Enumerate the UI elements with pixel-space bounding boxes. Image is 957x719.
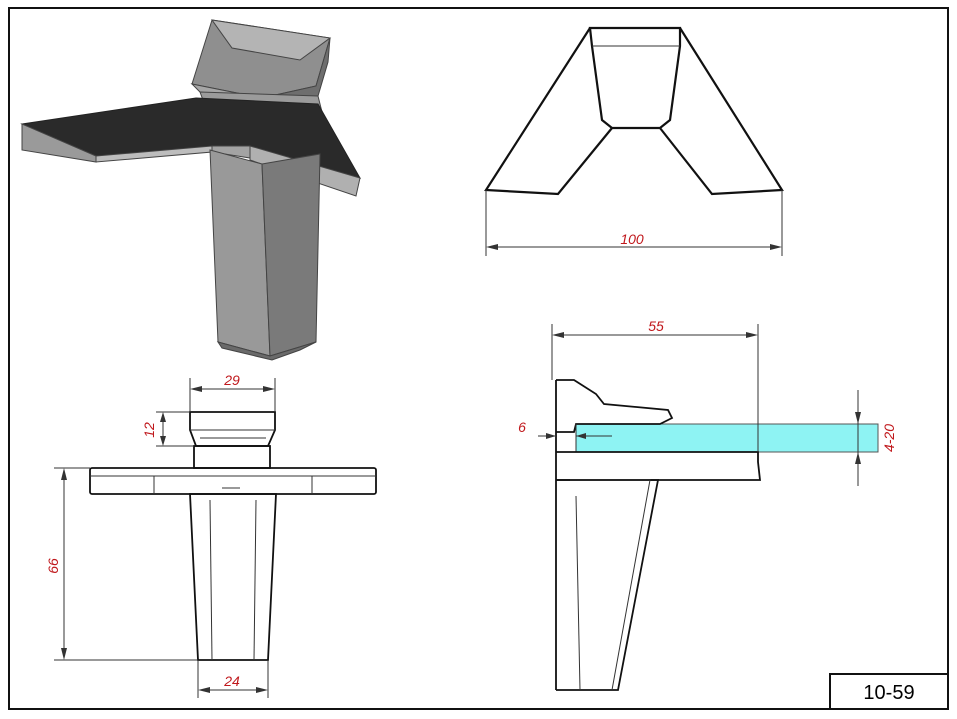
title-block: 10-59 [829, 673, 949, 710]
dim-head-width: 29 [223, 372, 240, 388]
glass-panel [575, 423, 879, 453]
isometric-view [20, 19, 362, 361]
drawing-number: 10-59 [863, 682, 914, 704]
side-view: 55 6 4-20 [518, 318, 897, 691]
dim-base-width: 24 [223, 673, 240, 689]
top-view: 100 [484, 26, 784, 256]
dim-height: 66 [45, 558, 61, 574]
dim-depth: 55 [648, 318, 664, 334]
dim-glass-thickness: 4-20 [881, 424, 897, 452]
dim-lip: 6 [518, 419, 526, 435]
dim-width-top: 100 [620, 231, 644, 247]
dim-head-height: 12 [141, 422, 157, 438]
front-view: 29 12 66 24 [45, 372, 377, 698]
